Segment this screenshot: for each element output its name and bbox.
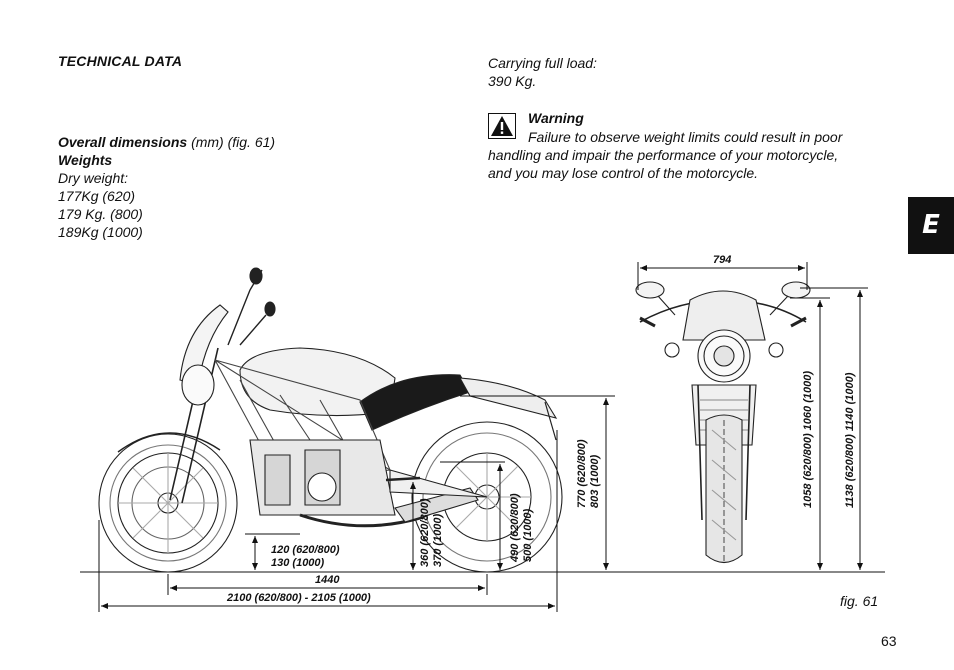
side-view-motorcycle (98, 267, 563, 573)
dry-weight-1000: 189Kg (1000) (58, 224, 143, 240)
axle-label-1: 490 (620/800) (509, 493, 521, 563)
full-load-label: Carrying full load: (488, 55, 597, 71)
dimensions-heading-suffix: (mm) (fig. 61) (191, 134, 276, 150)
warning-line-3: and you may lose control of the motorcyc… (488, 165, 759, 181)
front-view-motorcycle (635, 281, 811, 564)
warning-line-1: Failure to observe weight limits could r… (528, 129, 843, 145)
warning-icon (488, 113, 516, 139)
section-title: TECHNICAL DATA (58, 53, 183, 69)
footpeg-label-2: 370 (1000) (432, 513, 444, 567)
weights-heading: Weights (58, 152, 113, 168)
clearance-label-1: 120 (620/800) (271, 544, 340, 556)
figure-caption: fig. 61 (840, 593, 879, 609)
axle-label-2: 500 (1000) (522, 508, 534, 562)
dimensions-heading: Overall dimensions (mm) (fig. 61) (58, 133, 275, 151)
length-label: 2100 (620/800) - 2105 (1000) (227, 592, 371, 604)
page-number: 63 (881, 633, 897, 649)
warning-title: Warning (528, 110, 584, 126)
language-tab: E (908, 197, 954, 254)
dimension-lines (80, 262, 885, 612)
footpeg-label-1: 360 (620/800) (419, 498, 431, 568)
total-height-label: 1138 (620/800) 1140 (1000) (844, 372, 856, 508)
dry-weight-620: 177Kg (620) (58, 188, 136, 204)
warning-line-2: handling and impair the performance of y… (488, 147, 839, 163)
dry-weight-800: 179 Kg. (800) (58, 206, 143, 222)
full-load-value: 390 Kg. (488, 73, 537, 89)
dimensions-heading-label: Overall dimensions (58, 134, 188, 150)
mirror-height-label: 1058 (620/800) 1060 (1000) (802, 371, 814, 508)
width-label: 794 (713, 254, 732, 266)
seat-height-label-1: 770 (620/800) (576, 439, 588, 509)
dry-weight-label: Dry weight: (58, 170, 129, 186)
clearance-label-2: 130 (1000) (271, 557, 325, 569)
seat-height-label-2: 803 (1000) (589, 454, 601, 508)
wheelbase-label: 1440 (315, 574, 340, 586)
